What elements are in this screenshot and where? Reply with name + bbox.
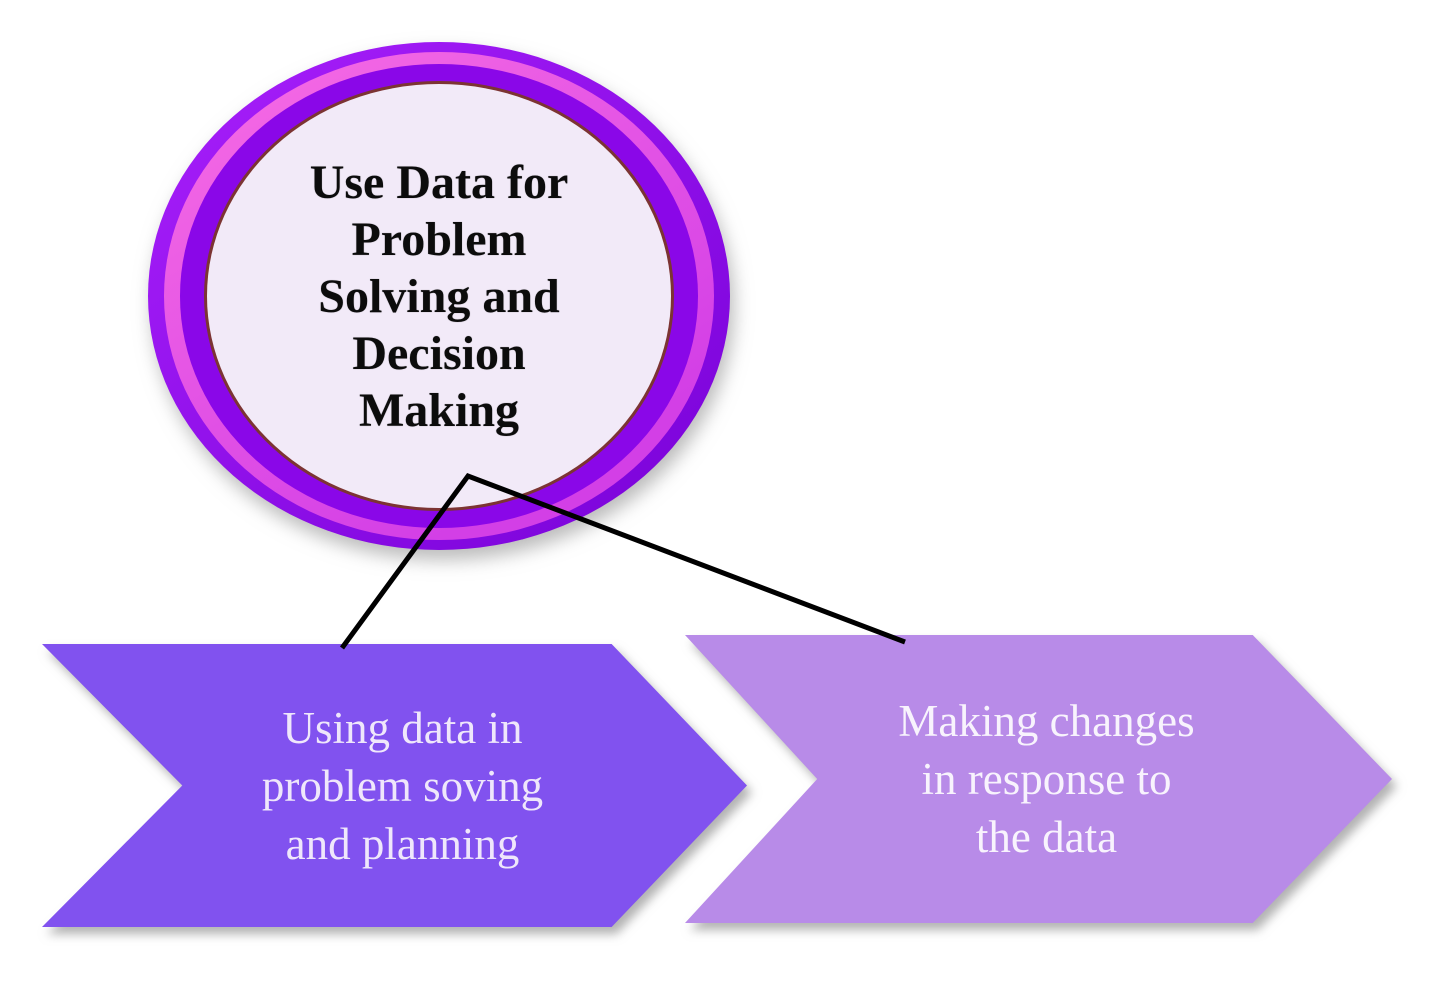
label-line: Making bbox=[358, 383, 520, 437]
label-line: in response to bbox=[921, 754, 1172, 804]
label-line: Problem bbox=[351, 212, 527, 266]
central-node: Use Data for Problem Solving and Decisio… bbox=[148, 42, 730, 550]
label-line: Use Data for bbox=[309, 155, 569, 209]
arrow-right-label: Making changes in response to the data bbox=[898, 692, 1194, 866]
label-line: Decision bbox=[352, 326, 526, 380]
arrow-left-wrap: Using data in problem soving and plannin… bbox=[42, 644, 747, 927]
central-node-label: Use Data for Problem Solving and Decisio… bbox=[310, 154, 569, 439]
label-line: and planning bbox=[285, 818, 520, 869]
node-face: Use Data for Problem Solving and Decisio… bbox=[207, 84, 671, 508]
label-line: problem soving bbox=[261, 760, 544, 811]
label-line: the data bbox=[975, 812, 1118, 862]
arrow-right: Making changes in response to the data bbox=[685, 635, 1392, 923]
label-line: Using data in bbox=[282, 702, 523, 753]
label-line: Making changes bbox=[898, 696, 1195, 746]
arrow-right-wrap: Making changes in response to the data bbox=[685, 635, 1392, 923]
label-line: Solving and bbox=[318, 269, 560, 323]
arrow-left: Using data in problem soving and plannin… bbox=[42, 644, 747, 927]
arrow-left-label: Using data in problem soving and plannin… bbox=[262, 699, 543, 873]
